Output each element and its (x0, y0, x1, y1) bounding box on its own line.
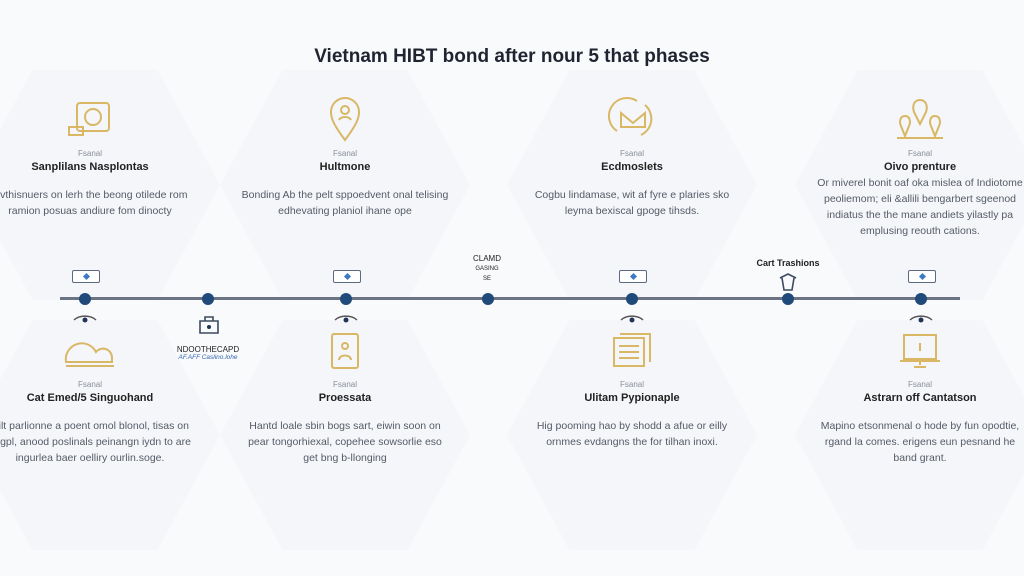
phase-label: Fsanal (619, 380, 644, 389)
timeline-axis (60, 297, 960, 300)
cloud-icon (0, 326, 210, 374)
basket-note-title: NDOOTHECAPD (176, 345, 240, 354)
phase-card-bottom-4: Fsanal Astrarn off Cantatson Mapino etso… (800, 326, 1024, 466)
envelope-cycle-icon (512, 95, 752, 143)
signal-arc-icon (620, 315, 644, 323)
phase-desc: Hilt parlionne a poent omol blonol, tisa… (0, 420, 191, 464)
bg-hex (507, 70, 757, 300)
phase-title: Oivo prenture (883, 161, 957, 173)
timeline-dot[interactable] (340, 292, 352, 305)
page-title: Vietnam HIBT bond after nour 5 that phas… (314, 46, 710, 67)
phase-desc: Hig pooming hao by shodd a afue or eilly… (536, 420, 728, 448)
documents-icon (512, 326, 752, 374)
location-pins-icon (800, 95, 1024, 143)
phase-label: Fsanal (907, 149, 932, 158)
phase-card-bottom-3: Fsanal Ulitam Pypionaple Hig pooming hao… (512, 326, 752, 450)
phase-title: Cat Emed/5 Singuohand (26, 392, 154, 404)
phase-title: Hultmone (319, 161, 371, 173)
cart-icon (779, 273, 797, 291)
basket-note-sub: AF.AFF Caslino.lohe (178, 354, 238, 361)
bond-ticket-icon (619, 270, 647, 283)
phase-desc: Bonding Ab the pelt sppoedvent onal teli… (241, 189, 449, 217)
signal-arc-icon (73, 315, 97, 323)
signal-arc-icon (334, 315, 358, 323)
phase-title: Ecdmoslets (601, 161, 663, 173)
signal-arc-icon (909, 315, 933, 323)
camera-icon (0, 95, 210, 143)
bond-ticket-icon (333, 270, 361, 283)
phase-card-top-3: Fsanal Ecdmoslets Cogbu lindamase, wit a… (512, 95, 752, 219)
phase-desc: Mapino etsonmenal o hode by fun opodtie,… (820, 420, 1020, 464)
phase-title: Ulitam Pypionaple (584, 392, 680, 404)
phase-desc: Dvthisnuers on lerh the beong otilede ro… (0, 189, 188, 217)
phase-title: Proessata (318, 392, 372, 404)
clipboard-person-icon (225, 326, 465, 374)
basket-icon (199, 316, 219, 334)
phase-label: Fsanal (77, 380, 102, 389)
phase-card-top-4: Fsanal Oivo prenture Or miverel bonit oa… (800, 95, 1024, 239)
phase-title: Sanplilans Nasplontas (31, 161, 149, 173)
phase-card-top-1: Fsanal Sanplilans Nasplontas Dvthisnuers… (0, 95, 210, 219)
timeline-dot[interactable] (482, 292, 494, 305)
map-pin-icon (225, 95, 465, 143)
phase-label: Fsanal (619, 149, 644, 158)
timeline-dot[interactable] (915, 292, 927, 305)
timeline-dot[interactable] (626, 292, 638, 305)
claimed-note-line: GASING (475, 266, 499, 272)
claimed-note-line: CLAMD (472, 254, 501, 263)
monitor-icon (800, 326, 1024, 374)
phase-label: Fsanal (332, 149, 357, 158)
bond-ticket-icon (72, 270, 100, 283)
cart-note: Cart Trashions (756, 258, 820, 268)
phase-label: Fsanal (332, 380, 357, 389)
phase-card-top-2: Fsanal Hultmone Bonding Ab the pelt sppo… (225, 95, 465, 219)
basket-note: NDOOTHECAPD AF.AFF Caslino.lohe (158, 345, 258, 361)
phase-desc: Cogbu lindamase, wit af fyre e plaries s… (534, 189, 730, 217)
phase-label: Fsanal (77, 149, 102, 158)
phase-title: Astrarn off Cantatson (863, 392, 977, 404)
phase-desc: Hantd loale sbin bogs sart, eiwin soon o… (248, 420, 442, 464)
phase-card-bottom-1: Fsanal Cat Emed/5 Singuohand Hilt parlio… (0, 326, 210, 466)
claimed-note: CLAMD GASING SE (462, 254, 512, 284)
timeline-dot[interactable] (782, 292, 794, 305)
timeline-dot[interactable] (79, 292, 91, 305)
timeline-dot[interactable] (202, 292, 214, 305)
bond-ticket-icon (908, 270, 936, 283)
phase-label: Fsanal (907, 380, 932, 389)
phase-card-bottom-2: Fsanal Proessata Hantd loale sbin bogs s… (225, 326, 465, 466)
claimed-note-line: SE (482, 276, 491, 282)
phase-desc: Or miverel bonit oaf oka mislea of Indio… (817, 177, 1023, 237)
